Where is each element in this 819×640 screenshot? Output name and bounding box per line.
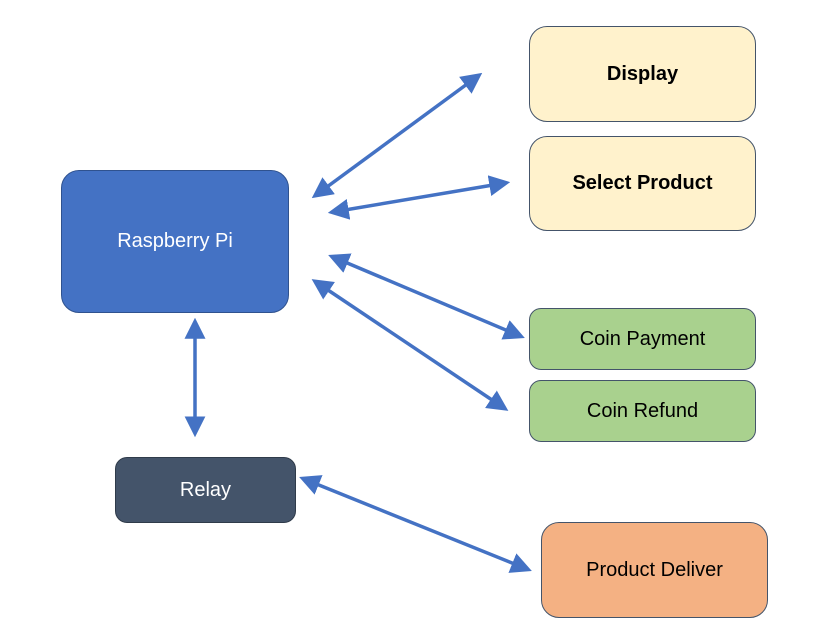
select-product-label: Select Product: [572, 172, 713, 194]
display-node: Display: [529, 26, 756, 122]
relay-node: Relay: [115, 457, 296, 523]
coin-refund-node: Coin Refund: [529, 380, 756, 442]
raspberry-pi-node: Raspberry Pi: [61, 170, 289, 313]
coin-payment-label: Coin Payment: [579, 327, 706, 350]
arrow-rpi-display: [311, 72, 483, 199]
product-deliver-node: Product Deliver: [541, 522, 768, 618]
display-label: Display: [606, 62, 679, 85]
coin-payment-node: Coin Payment: [529, 308, 756, 370]
product-deliver-label: Product Deliver: [586, 558, 723, 581]
arrow-relay-deliver: [299, 475, 532, 573]
raspberry-pi-label: Raspberry Pi: [117, 230, 233, 252]
coin-refund-label: Coin Refund: [586, 399, 699, 422]
relay-label: Relay: [179, 478, 232, 501]
select-product-node: Select Product: [529, 136, 756, 231]
arrow-rpi-coinref: [311, 279, 509, 411]
arrow-rpi-select: [327, 175, 511, 220]
arrow-rpi-coinpay: [328, 253, 525, 340]
